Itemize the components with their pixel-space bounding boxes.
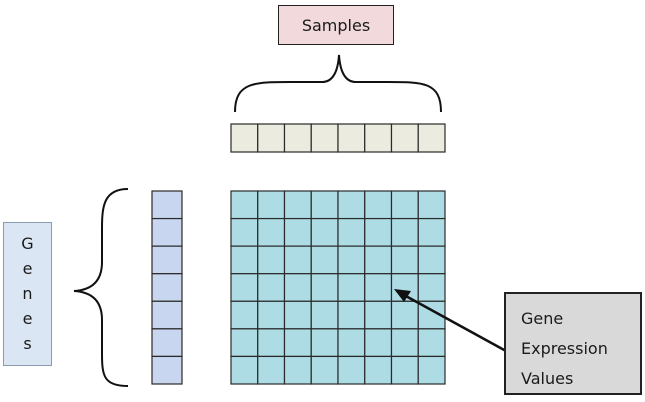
matrix-cell xyxy=(337,245,366,275)
matrix-cell xyxy=(230,273,259,302)
matrix-cell xyxy=(390,217,419,247)
matrix-cell xyxy=(390,355,419,385)
genes-label-box: G e n e s xyxy=(3,222,52,366)
matrix-cell xyxy=(310,300,339,330)
gene-cell xyxy=(151,273,183,302)
gene-cell xyxy=(151,190,183,220)
matrix-cell xyxy=(337,355,366,385)
matrix-cell xyxy=(364,300,393,330)
matrix-cell xyxy=(390,245,419,275)
matrix-cell xyxy=(310,245,339,275)
matrix-cell xyxy=(283,300,312,330)
matrix-cell xyxy=(283,245,312,275)
gev-label-line: Values xyxy=(521,369,574,388)
matrix-cell xyxy=(283,217,312,247)
sample-cell xyxy=(364,123,393,153)
matrix-cell xyxy=(257,217,286,247)
matrix-cell xyxy=(364,273,393,302)
matrix-cell xyxy=(257,328,286,358)
gene-cell xyxy=(151,217,183,247)
matrix-cell xyxy=(364,355,393,385)
matrix-cell xyxy=(257,273,286,302)
matrix-cell xyxy=(257,245,286,275)
gene-expression-values-box: Gene Expression Values xyxy=(504,292,642,395)
sample-cell xyxy=(390,123,419,153)
genes-letter: e xyxy=(22,309,33,328)
gene-vector xyxy=(151,190,183,385)
pointer-arrow-line xyxy=(403,293,507,353)
matrix-cell xyxy=(337,328,366,358)
matrix-cell xyxy=(364,217,393,247)
sample-cell xyxy=(417,123,446,153)
samples-label-box: Samples xyxy=(278,5,394,45)
matrix-cell xyxy=(310,190,339,220)
genes-letter: n xyxy=(22,284,33,303)
matrix-cell xyxy=(417,355,446,385)
matrix-cell xyxy=(364,328,393,358)
gene-cell xyxy=(151,245,183,275)
matrix-cell xyxy=(364,190,393,220)
matrix-cell xyxy=(364,245,393,275)
matrix-cell xyxy=(417,217,446,247)
matrix-cell xyxy=(390,190,419,220)
matrix-cell xyxy=(417,245,446,275)
matrix-cell xyxy=(283,273,312,302)
matrix-cell xyxy=(257,190,286,220)
expression-matrix xyxy=(230,190,446,385)
gene-cell xyxy=(151,328,183,358)
genes-letter: s xyxy=(23,334,32,353)
sample-cell xyxy=(230,123,259,153)
matrix-cell xyxy=(417,273,446,302)
gene-cell xyxy=(151,355,183,385)
matrix-cell xyxy=(230,217,259,247)
samples-label: Samples xyxy=(301,15,371,35)
sample-cell xyxy=(283,123,312,153)
sample-cell xyxy=(310,123,339,153)
matrix-cell xyxy=(390,328,419,358)
matrix-cell xyxy=(310,273,339,302)
matrix-cell xyxy=(337,300,366,330)
sample-cell xyxy=(257,123,286,153)
matrix-cell xyxy=(230,245,259,275)
genes-brace xyxy=(73,188,129,387)
matrix-cell xyxy=(283,328,312,358)
gene-cell xyxy=(151,300,183,330)
matrix-cell xyxy=(310,355,339,385)
matrix-cell xyxy=(310,217,339,247)
samples-brace xyxy=(234,54,442,113)
matrix-cell xyxy=(417,328,446,358)
genes-letter: G xyxy=(21,234,34,253)
matrix-cell xyxy=(230,300,259,330)
matrix-cell xyxy=(230,328,259,358)
matrix-cell xyxy=(337,217,366,247)
matrix-cell xyxy=(257,355,286,385)
matrix-cell xyxy=(310,328,339,358)
matrix-cell xyxy=(283,355,312,385)
sample-vector xyxy=(230,123,446,153)
pointer-arrowhead xyxy=(394,289,411,302)
matrix-cell xyxy=(337,190,366,220)
matrix-cell xyxy=(337,273,366,302)
matrix-cell xyxy=(257,300,286,330)
matrix-cell xyxy=(283,190,312,220)
sample-cell xyxy=(337,123,366,153)
matrix-cell xyxy=(417,190,446,220)
gev-label-line: Gene xyxy=(521,309,564,328)
matrix-cell xyxy=(390,300,419,330)
gev-label-line: Expression xyxy=(521,339,608,358)
matrix-cell xyxy=(230,355,259,385)
genes-letter: e xyxy=(22,259,33,278)
matrix-cell xyxy=(230,190,259,220)
